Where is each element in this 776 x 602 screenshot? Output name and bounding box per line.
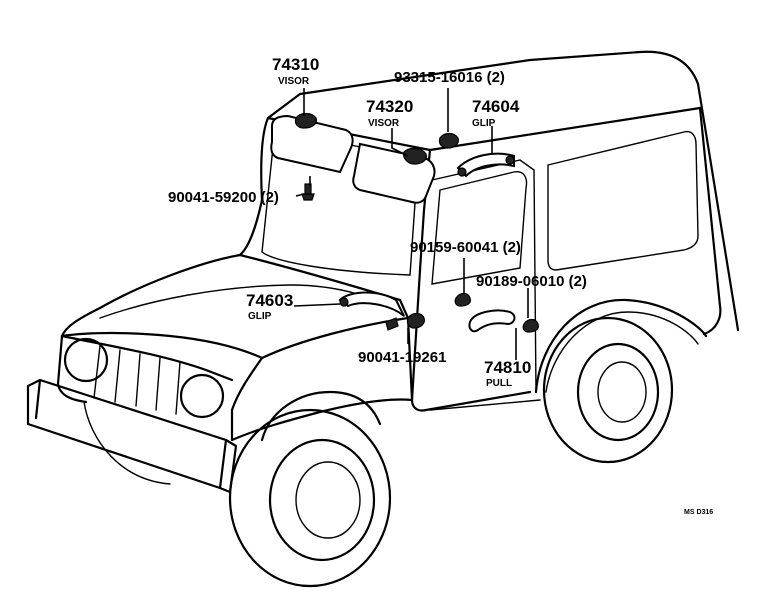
callout-90159-number: 90159-60041 (2) [410,239,521,256]
callout-74604-number: 74604 [472,97,520,116]
callout-90189-number: 90189-06010 (2) [476,273,587,290]
callout-93315-number: 93315-16016 (2) [394,69,505,86]
callout-74603-number: 74603 [246,291,293,310]
vehicle-outline [26,50,740,588]
reference-code: MS D316 [684,509,713,516]
callout-90041-59200-number: 90041-59200 (2) [168,189,279,206]
screw-visor-part [438,132,459,149]
callout-74310-name: VISOR [278,76,310,87]
visor-rear-part [352,142,436,204]
grip-rear-part [456,152,515,178]
pull-part [468,309,516,333]
callout-90041-19261-number: 90041-19261 [358,349,446,366]
screw-side-part [301,183,315,201]
callout-74603-name: GLIP [248,311,272,322]
grip-front-part [338,291,405,317]
callout-74810-number: 74810 [484,358,531,377]
callout-74320-number: 74320 [366,97,413,116]
callout-74810-name: PULL [486,378,512,389]
plug-pull-part [522,318,539,333]
screw-grip-part [385,312,425,331]
callout-74310-number: 74310 [272,55,319,74]
visor-front-part [270,112,354,174]
plug-door-part [454,292,471,307]
callout-74320-name: VISOR [368,118,400,129]
callout-74604-name: GLIP [472,118,496,129]
leader-lines [293,88,529,360]
